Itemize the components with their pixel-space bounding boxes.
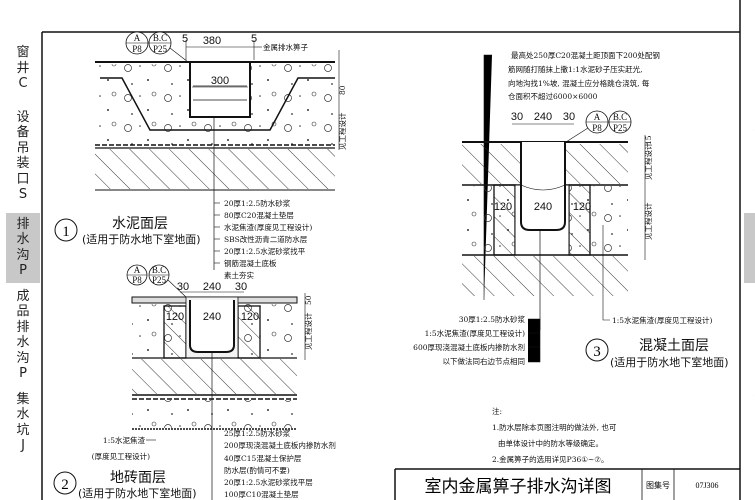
detail-2-number: 2 — [61, 477, 69, 493]
detail-3-dim-top: 30 — [563, 111, 575, 123]
detail-1-grate-label: 金属排水箅子 — [263, 42, 308, 52]
detail-1-drawing — [95, 40, 340, 270]
detail-2-ref-bc-page: P25 — [152, 275, 167, 285]
detail-3-subtitle: (适用于防水地下室地面) — [610, 355, 729, 369]
detail-2-ref-a-page: P8 — [132, 275, 142, 285]
detail-3-top-note: 向地沟找1%坡, 混凝土应分格跳仓浇筑, 每 — [508, 78, 650, 88]
detail-3-top-note: 筋网随打随抹上撒1:1水泥砂子压实赶光, — [508, 64, 642, 74]
detail-2-subtitle: (适用于防水地下室地面) — [78, 486, 197, 500]
detail-1-dim-top-width: 380 — [203, 35, 221, 47]
detail-3-right-label: 1:5水泥焦渣(厚度见工程设计) — [612, 315, 712, 325]
detail-3-ref-bc: B.C — [613, 112, 627, 122]
detail-1-layer: 素土夯实 — [224, 270, 254, 280]
detail-3-layer: 30厚1:2.5防水砂浆 — [459, 314, 526, 324]
sidebar-item-label: 排水沟P — [16, 216, 30, 279]
detail-2-dim-top: 240 — [203, 281, 221, 293]
detail-2-dim-top: 30 — [177, 281, 189, 293]
detail-3-leaders — [528, 318, 541, 363]
atlas-number: 07J306 — [695, 481, 718, 490]
sidebar-item-prefab-drain[interactable]: 成品排水沟P — [16, 288, 30, 382]
detail-2-layer: 25厚1:2.5防水砂浆 — [224, 428, 291, 438]
sidebar-item-sump[interactable]: 集水坑J — [16, 391, 30, 454]
detail-2-dim-mid: 120 — [241, 311, 259, 323]
detail-3-dim-edge: 15 — [644, 135, 653, 145]
detail-1-ref-a-page: P8 — [132, 44, 142, 54]
detail-1-ref-bc: B.C — [153, 33, 167, 43]
sidebar-item-drain-active[interactable]: 排水沟P — [6, 212, 40, 283]
detail-3-drawing — [462, 123, 646, 330]
detail-2-ref-bubbles[interactable] — [126, 264, 187, 298]
detail-1-dim-edge-right: 5 — [251, 33, 257, 45]
detail-2-dim-mid: 120 — [166, 311, 184, 323]
detail-2-layer: 100厚C10混凝土垫层 — [224, 489, 299, 499]
detail-2-drawing — [131, 291, 306, 500]
detail-2-layer: 20厚1:2.5水泥砂浆找平层 — [224, 477, 313, 487]
sidebar-item-window-well[interactable]: 窗井C — [16, 45, 30, 91]
detail-1-layer: 20厚1:2.5水泥砂浆找平 — [224, 246, 306, 256]
notes-heading: 注: — [492, 406, 502, 416]
detail-1-depth-note: 见工程设计 — [337, 112, 347, 150]
detail-3-ref-bubbles[interactable] — [565, 110, 632, 143]
detail-1-depth: 80 — [338, 85, 347, 95]
detail-2-number-circle — [53, 471, 77, 495]
detail-3-depth-note: 见工程设计 — [643, 142, 653, 180]
detail-3-number: 3 — [593, 344, 601, 360]
note-item: 1.防水层除本页图注明的做法外, 也可 — [492, 422, 617, 432]
detail-1-layer: 20厚1:2.5防水砂浆 — [224, 198, 291, 208]
detail-1-subtitle: (适用于防水地下室地面) — [82, 232, 201, 246]
detail-2-layer: 防水层(酌情可不要) — [224, 465, 290, 475]
detail-1-layer: 钢筋混凝土底板 — [224, 258, 277, 268]
detail-3-title: 混凝土面层 — [639, 338, 709, 354]
note-item: 由单体设计中的防水等级确定。 — [498, 438, 603, 448]
detail-3-number-circle — [585, 338, 609, 362]
title-block — [394, 468, 740, 500]
detail-2-layer: 40厚C15混凝土保护层 — [224, 453, 302, 463]
detail-1-layer: SBS改性沥青二道防水层 — [224, 234, 308, 244]
detail-3-dim-top: 30 — [511, 111, 523, 123]
detail-3-ref-bc-page: P25 — [613, 123, 628, 133]
detail-1-layer: 80厚C20混凝土垫层 — [224, 210, 294, 220]
detail-1-dim-inner-width: 300 — [211, 75, 229, 87]
detail-1-ref-bubbles[interactable] — [125, 31, 189, 63]
detail-2-depth-note: 见工程设计 — [303, 312, 313, 350]
detail-1-dim-edge-left: 5 — [182, 33, 188, 45]
detail-3-dim-mid: 120 — [494, 201, 512, 213]
detail-2-layer: 200厚现浇混凝土底板内掺防水剂 — [224, 440, 336, 450]
detail-1-title: 水泥面层 — [112, 216, 168, 232]
atlas-number-label: 图集号 — [646, 480, 670, 490]
detail-1-number-circle — [54, 218, 78, 242]
detail-3-depth-note: 见工程设计 — [643, 202, 653, 240]
detail-3-dim-mid: 120 — [573, 201, 591, 213]
detail-3-dim-top: 240 — [534, 111, 552, 123]
sidebar-item-equipment-hatch[interactable]: 设备吊装口S — [16, 109, 30, 203]
detail-3-layer: 以下做法同右边节点相同 — [443, 356, 526, 366]
detail-2-dim-depth: 50 — [304, 295, 313, 305]
detail-3-ref-a-page: P8 — [592, 123, 602, 133]
note-item: 2.金属箅子的选用详见P36①~⑦。 — [492, 454, 608, 464]
detail-2-left-label-note: (厚度见工程设计) — [92, 451, 150, 461]
detail-2-dim-top: 30 — [235, 281, 247, 293]
detail-2-left-label: 1:5水泥焦渣 — [103, 435, 146, 445]
detail-2-dim-mid: 240 — [203, 311, 221, 323]
detail-3-ref-a: A — [594, 112, 601, 122]
detail-3-layer: 1:5水泥焦渣(厚度见工程设计) — [425, 328, 525, 338]
detail-2-title: 地砖面层 — [110, 470, 166, 486]
detail-3-top-note: 仓面积不超过6000×6000 — [508, 91, 598, 101]
detail-3-top-note: 最高处250厚C20混凝土距顶面下200处配钢 — [511, 50, 660, 60]
detail-2-ref-a: A — [134, 265, 141, 275]
sidebar-left: 窗井C 设备吊装口S 排水沟P 成品排水沟P 集水坑J — [6, 45, 40, 454]
sheet-title: 室内金属箅子排水沟详图 — [425, 477, 612, 497]
detail-1-number: 1 — [62, 224, 70, 240]
detail-3-layer: 600厚现浇混凝土底板内掺防水剂 — [413, 342, 525, 352]
detail-3-dim-mid: 240 — [534, 201, 552, 213]
detail-1-leaders — [214, 202, 220, 264]
detail-1-ref-a: A — [134, 33, 141, 43]
detail-1-ref-bc-page: P25 — [153, 44, 168, 54]
detail-2-ref-bc: B.C — [152, 265, 166, 275]
detail-1-layer: 水泥焦渣(厚度见工程设计) — [224, 222, 312, 232]
